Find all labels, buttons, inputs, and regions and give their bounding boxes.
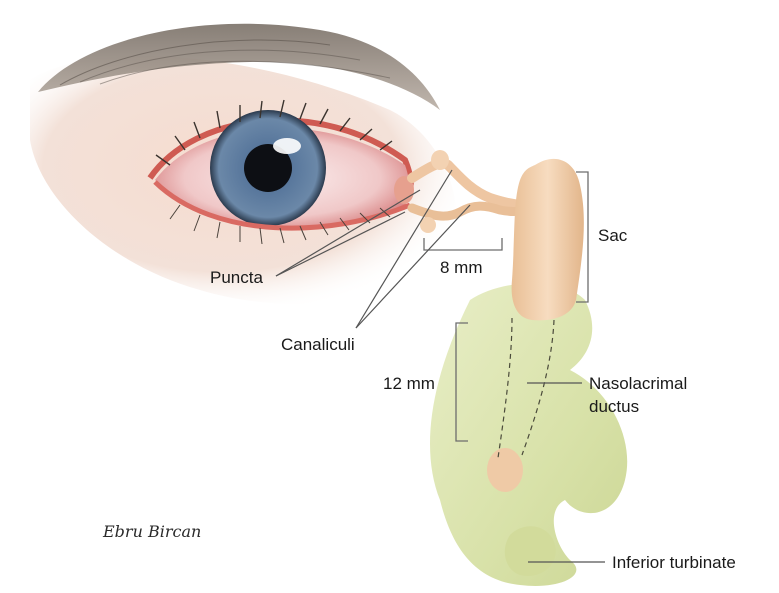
duct-opening [487,448,523,492]
label-inferior-turbinate: Inferior turbinate [612,553,736,572]
label-nasolacrimal-line2: ductus [589,397,639,416]
lacrimal-sac [512,159,584,320]
label-nasolacrimal-line1: Nasolacrimal [589,374,687,393]
label-sac: Sac [598,226,628,245]
label-12mm: 12 mm [383,374,435,393]
label-puncta: Puncta [210,268,263,287]
eye-highlight [273,138,301,154]
label-canaliculi: Canaliculi [281,335,355,354]
artist-signature: Ebru Bircan [102,522,201,541]
label-8mm: 8 mm [440,258,483,277]
